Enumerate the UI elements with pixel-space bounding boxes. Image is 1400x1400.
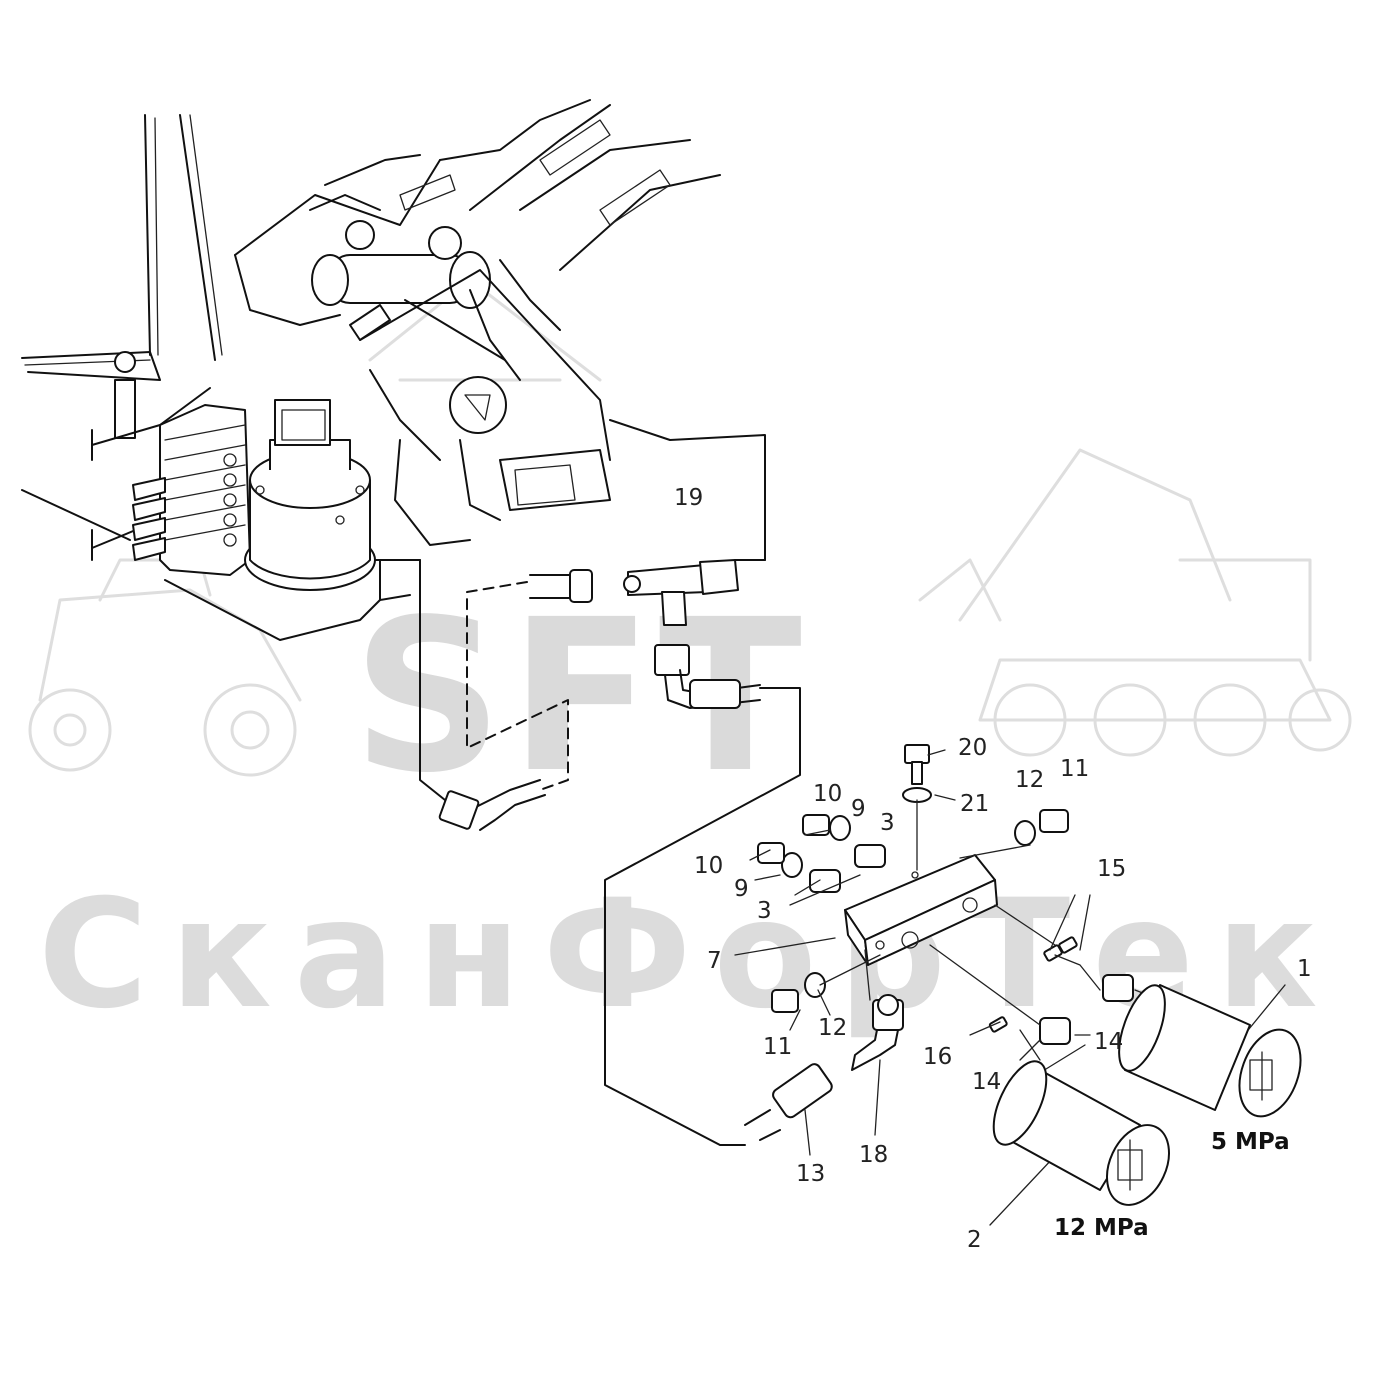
pressure-label-filter-2: 12 MPa bbox=[1054, 1215, 1149, 1241]
callout-16: 16 bbox=[923, 1044, 953, 1070]
callout-14-right: 14 bbox=[1094, 1029, 1124, 1055]
callout-10-lower: 10 bbox=[694, 853, 724, 879]
callout-15: 15 bbox=[1097, 856, 1127, 882]
callout-9-upper: 9 bbox=[851, 796, 866, 822]
callout-3-lower: 3 bbox=[757, 898, 772, 924]
callout-11-bottom: 11 bbox=[763, 1034, 793, 1060]
callout-20: 20 bbox=[958, 735, 988, 761]
swing-motor bbox=[244, 399, 376, 591]
watermark-tractor-left bbox=[28, 558, 302, 777]
cab-structure bbox=[21, 114, 223, 561]
callout-11-top: 11 bbox=[1060, 756, 1090, 782]
tee-fitting-19 bbox=[623, 559, 739, 626]
callout-2: 2 bbox=[967, 1227, 982, 1253]
hose-assembly-lower bbox=[604, 644, 833, 1146]
callout-18: 18 bbox=[859, 1142, 889, 1168]
callout-12-bottom: 12 bbox=[818, 1015, 848, 1041]
callout-1: 1 bbox=[1297, 956, 1312, 982]
control-valve-block bbox=[132, 404, 251, 576]
filter-1 bbox=[1118, 984, 1302, 1118]
elbow-fitting-18 bbox=[851, 994, 904, 1071]
watermark-brand-text: СканФорТек bbox=[38, 868, 1340, 1042]
leader-lines bbox=[734, 749, 1286, 1226]
callout-21: 21 bbox=[960, 791, 990, 817]
callout-19: 19 bbox=[674, 485, 704, 511]
callout-10-upper: 10 bbox=[813, 781, 843, 807]
manifold-block-7 bbox=[844, 854, 998, 966]
filter-2 bbox=[992, 1060, 1170, 1206]
callout-9-lower: 9 bbox=[734, 876, 749, 902]
callout-13: 13 bbox=[796, 1161, 826, 1187]
callout-3-upper: 3 bbox=[880, 810, 895, 836]
fitting-parts bbox=[757, 744, 1134, 1045]
pressure-label-filter-1: 5 MPa bbox=[1211, 1129, 1290, 1155]
callout-7: 7 bbox=[707, 948, 722, 974]
callout-14-left: 14 bbox=[972, 1069, 1002, 1095]
callout-12-top: 12 bbox=[1015, 767, 1045, 793]
boom-assembly bbox=[234, 99, 766, 561]
hose-assembly-upper bbox=[419, 559, 593, 831]
watermark-excavator-right bbox=[918, 448, 1352, 757]
